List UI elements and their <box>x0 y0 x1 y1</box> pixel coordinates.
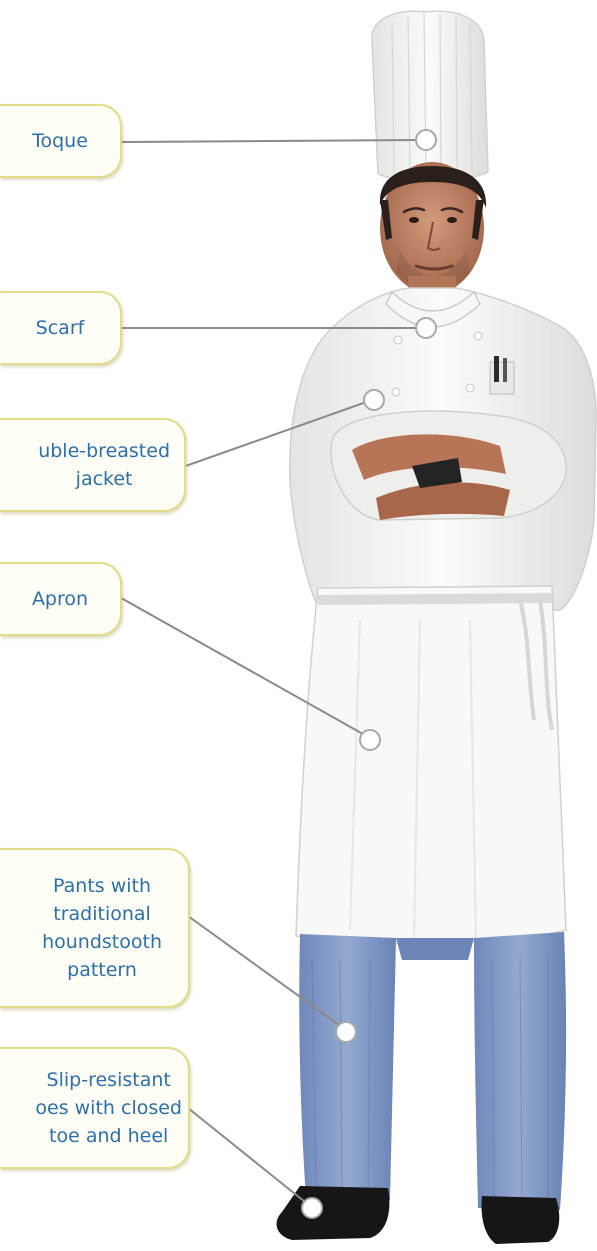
callout-apron-label: Apron <box>32 585 88 613</box>
callout-pants-label: Pants with traditional houndstooth patte… <box>42 872 162 984</box>
callout-shoes: Slip-resistant oes with closed toe and h… <box>0 1047 190 1169</box>
callout-jacket-label: uble-breasted jacket <box>38 437 170 493</box>
callout-jacket: uble-breasted jacket <box>0 418 186 512</box>
callout-toque-label: Toque <box>32 127 88 155</box>
slip-resistant-shoe-left <box>277 1186 390 1240</box>
callout-pants: Pants with traditional houndstooth patte… <box>0 848 190 1008</box>
callout-shoes-label: Slip-resistant oes with closed toe and h… <box>35 1066 182 1150</box>
callout-apron: Apron <box>0 562 122 636</box>
callout-scarf: Scarf <box>0 291 122 365</box>
slip-resistant-shoe-right <box>482 1196 560 1244</box>
callout-scarf-label: Scarf <box>36 314 85 342</box>
callout-toque: Toque <box>0 104 122 178</box>
